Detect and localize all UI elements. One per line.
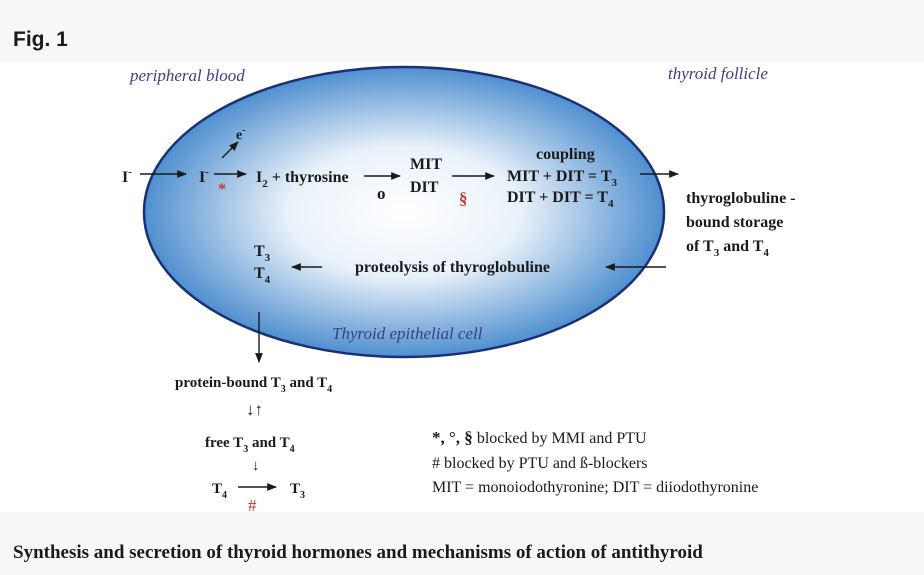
storage-line1: thyroglobuline - (686, 190, 796, 207)
coupling-mit-dit: MIT + DIT = T3 (507, 168, 618, 189)
released-t4: T4 (254, 265, 271, 286)
figure-label: Fig. 1 (13, 28, 68, 51)
coupling-label: coupling (536, 146, 595, 163)
block-star-mark: * (218, 181, 226, 198)
iodide-outside: I- (122, 166, 132, 186)
iodine-thyrosine: I2 + thyrosine (256, 169, 349, 190)
block-o-mark: o (377, 184, 386, 203)
thyroid-epithelial-cell (142, 65, 666, 359)
released-t3: T3 (254, 243, 271, 264)
epithelial-cell-label: Thyroid epithelial cell (332, 324, 483, 343)
legend-line1: *, °, § blocked by MMI and PTU (432, 428, 647, 447)
protein-bound-label: protein-bound T3 and T4 (175, 375, 332, 395)
storage-line2: bound storage (686, 214, 783, 231)
block-hash-mark: # (248, 496, 257, 512)
electron-arrow (221, 141, 239, 159)
free-hormone-label: free T3 and T4 (205, 435, 295, 455)
peripheral-blood-label: peripheral blood (129, 66, 245, 85)
thyroid-follicle-label: thyroid follicle (668, 64, 768, 83)
electron-label: e- (236, 125, 246, 143)
legend-line2: # blocked by PTU and ß-blockers (432, 455, 648, 472)
storage-line3: of T3 and T4 (686, 238, 769, 259)
conversion-t4: T4 (212, 481, 227, 501)
free-down-arrow: ↓ (252, 458, 260, 474)
diagram-panel: peripheral blood thyroid follicle Thyroi… (0, 62, 924, 512)
dit-label: DIT (410, 179, 439, 196)
mit-label: MIT (410, 156, 442, 173)
iodide-inside: I- (199, 166, 209, 186)
legend-line3: MIT = monoiodothyronine; DIT = diiodothy… (432, 479, 758, 496)
block-section-mark: § (459, 189, 468, 208)
conversion-t3: T3 (290, 481, 305, 501)
thyroid-diagram: peripheral blood thyroid follicle Thyroi… (122, 64, 796, 512)
figure-caption: Synthesis and secretion of thyroid hormo… (13, 542, 703, 563)
equilibrium-arrows: ↓↑ (246, 400, 263, 419)
coupling-dit-dit: DIT + DIT = T4 (507, 189, 614, 210)
proteolysis-label: proteolysis of thyroglobuline (355, 259, 550, 276)
